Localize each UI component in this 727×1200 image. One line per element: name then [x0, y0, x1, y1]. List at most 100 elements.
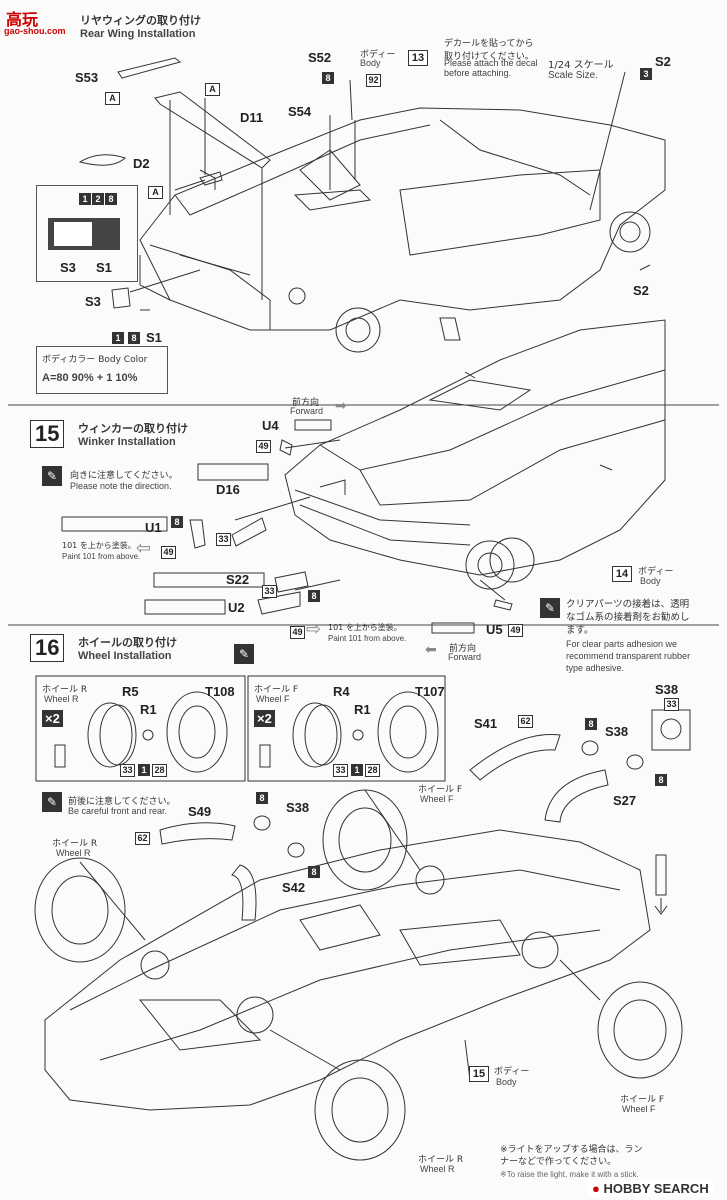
front-rear-brush-icon: ✎ [42, 792, 62, 812]
part-s49: S49 [188, 804, 212, 819]
part-s2-top: S2 [655, 54, 671, 69]
part-s2-bottom: S2 [633, 283, 649, 298]
inset-s3-s1 [36, 185, 138, 282]
part-d11: D11 [240, 110, 264, 125]
code-33-d16: 33 [216, 533, 231, 546]
step14-title-jp: リヤウィングの取り付け [80, 14, 201, 27]
step15-title-en: Winker Installation [78, 436, 176, 448]
code-92: 92 [366, 74, 381, 87]
body-step-15: 15 [469, 1066, 489, 1082]
letter-a-2: A [205, 83, 220, 96]
code-1: 1 [79, 193, 91, 205]
part-u5: U5 [486, 622, 503, 637]
wheel-f-en: Wheel F [256, 694, 290, 704]
code-62-top: 62 [518, 715, 533, 728]
step14-title-en: Rear Wing Installation [80, 28, 196, 40]
code-28-r: 28 [152, 764, 167, 777]
light-note-en: ※To raise the light, make it with a stic… [500, 1170, 639, 1179]
step16-title-en: Wheel Installation [78, 650, 172, 662]
part-r4: R4 [333, 684, 350, 699]
paint-arrow-right-icon: ⇨ [306, 619, 322, 640]
watermark-logo: 高玩 [6, 12, 39, 29]
part-s1: S1 [146, 330, 162, 345]
times2-f: ×2 [254, 710, 275, 727]
hobby-search-text: HOBBY SEARCH [603, 1181, 709, 1196]
decal-note-jp: デカールを貼ってから取り付けてください。 [444, 39, 534, 62]
wheel-r-en-car: Wheel R [56, 848, 91, 858]
paint-note-jp: 101 を上から塗装。 [62, 541, 136, 550]
wheel-r-en: Wheel R [44, 694, 79, 704]
part-s27: S27 [613, 793, 637, 808]
inset-part-s3: S3 [60, 260, 76, 275]
step15-body-en: Body [640, 576, 661, 586]
part-r1-r: R1 [140, 702, 157, 717]
body-color-mix: A=80 90% + 1 10% [42, 372, 138, 384]
code-49-u4: 49 [256, 440, 271, 453]
step16-number: 16 [30, 634, 65, 662]
code-62-bottom: 62 [135, 832, 150, 845]
part-s42: S42 [282, 880, 306, 895]
hobby-search-logo-icon: ● [592, 1181, 600, 1196]
clear-note-en: For clear parts adhesion we recommend tr… [566, 639, 691, 673]
s3-plate-inner [54, 222, 92, 246]
forward-jp-bottom: 前方向 [449, 644, 477, 654]
part-s41: S41 [474, 716, 498, 731]
code-8: 8 [105, 193, 117, 205]
paint-brush-icon: ✎ [42, 466, 62, 486]
step15-header: ウィンカーの取り付け Winker Installation [78, 420, 188, 448]
hobby-search-watermark: ● HOBBY SEARCH [588, 1180, 713, 1197]
step15-title-jp: ウィンカーの取り付け [78, 422, 188, 435]
code-8-s49: 8 [256, 792, 268, 804]
code-2: 2 [92, 193, 104, 205]
body-label-jp: ボディー [360, 50, 396, 60]
wheel-r-jp-car: ホイール R [52, 839, 98, 849]
code-33-s22: 33 [262, 585, 277, 598]
forward-arrow-left-icon: ⬅ [425, 642, 437, 658]
glue-brush-icon: ✎ [234, 644, 254, 664]
forward-en-bottom: Forward [448, 652, 482, 662]
wheel-f-jp-car: ホイール F [418, 785, 463, 795]
part-u2: U2 [228, 600, 245, 615]
part-s38-box-label: S38 [655, 682, 679, 697]
step16-body-jp: ボディー [494, 1067, 530, 1077]
code-8-s42: 8 [308, 866, 320, 878]
code-49-u1: 49 [161, 546, 176, 559]
part-d2: D2 [133, 156, 150, 171]
paint-note-jp-2: 101 を上から塗装。 [328, 623, 402, 632]
wheel-r-jp-bottom: ホイール R [418, 1155, 464, 1165]
paint-arrow-icon: ⇦ [136, 538, 152, 559]
code-1-f: 1 [351, 764, 363, 776]
step15-number: 15 [30, 420, 65, 448]
body-color-title: ボディカラー Body Color [42, 355, 148, 365]
wheel-f-jp-bottom: ホイール F [620, 1095, 665, 1105]
code-49-u2: 49 [290, 626, 305, 639]
code-8-s27: 8 [655, 774, 667, 786]
clear-parts-brush-icon: ✎ [540, 598, 560, 618]
part-s22: S22 [226, 572, 250, 587]
code-8-s38-top: 8 [585, 718, 597, 730]
part-s3: S3 [85, 294, 101, 309]
code-28-f: 28 [365, 764, 380, 777]
code-33-f: 33 [333, 764, 348, 777]
decal-note-en: Please attach the decal before attaching… [444, 58, 538, 78]
part-u4: U4 [262, 418, 279, 433]
part-t107: T107 [415, 684, 445, 699]
body-label-en: Body [360, 58, 381, 68]
step15-note-jp: 向きに注意してください。 [70, 471, 178, 481]
wheel-f-en-bottom: Wheel F [622, 1104, 656, 1114]
forward-arrow-icon: ➡ [335, 398, 347, 414]
code-8-s1: 8 [128, 332, 140, 344]
part-s54: S54 [288, 104, 312, 119]
wheel-r-jp: ホイール R [42, 685, 88, 695]
code-1-r: 1 [138, 764, 150, 776]
body-step-14: 14 [612, 566, 632, 582]
part-t108: T108 [205, 684, 235, 699]
code-8-s22: 8 [308, 590, 320, 602]
part-d16: D16 [216, 482, 240, 497]
code-33-s38box: 33 [664, 698, 679, 711]
letter-a-1: A [105, 92, 120, 105]
step16-title-jp: ホイールの取り付け [78, 636, 177, 649]
step14-header: リヤウィングの取り付け Rear Wing Installation [80, 12, 201, 40]
inset-part-s1: S1 [96, 260, 112, 275]
